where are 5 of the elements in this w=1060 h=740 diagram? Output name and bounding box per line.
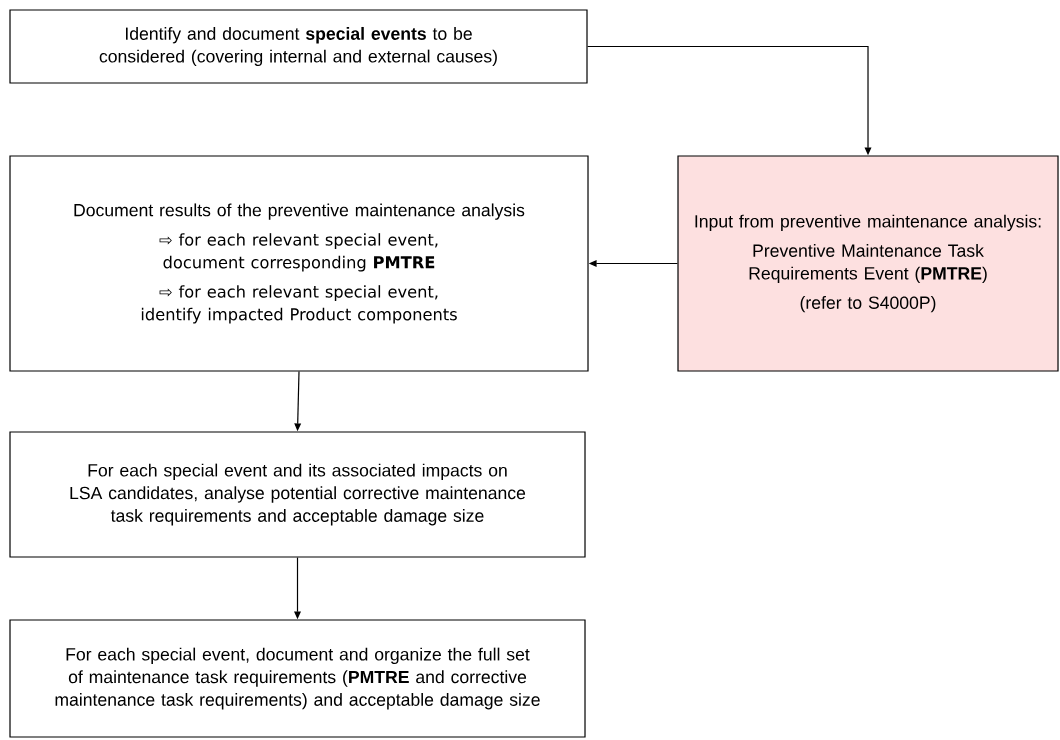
process-box: Document results of the preventive maintenance analysis ⇨ for each relevant special event, document corresponding PMTRE ⇨ for each relevant special event, identify impacted Product components [9, 155, 589, 372]
process-box: For each special event, document and organize the full set of maintenance task requirements (PMTRE and corrective maintenance task requirements) and acceptable damage size [9, 619, 586, 738]
input-box: Input from preventive maintenance analysis: Preventive Maintenance Task Requirements Event (PMTRE) (refer to S4000P) [677, 155, 1059, 372]
process-box: Identify and document special events to be considered (covering internal and external causes) [9, 9, 588, 84]
process-box: For each special event and its associated impacts on LSA candidates, analyse potential corrective maintenance task requirements and acceptable damage size [9, 431, 586, 558]
